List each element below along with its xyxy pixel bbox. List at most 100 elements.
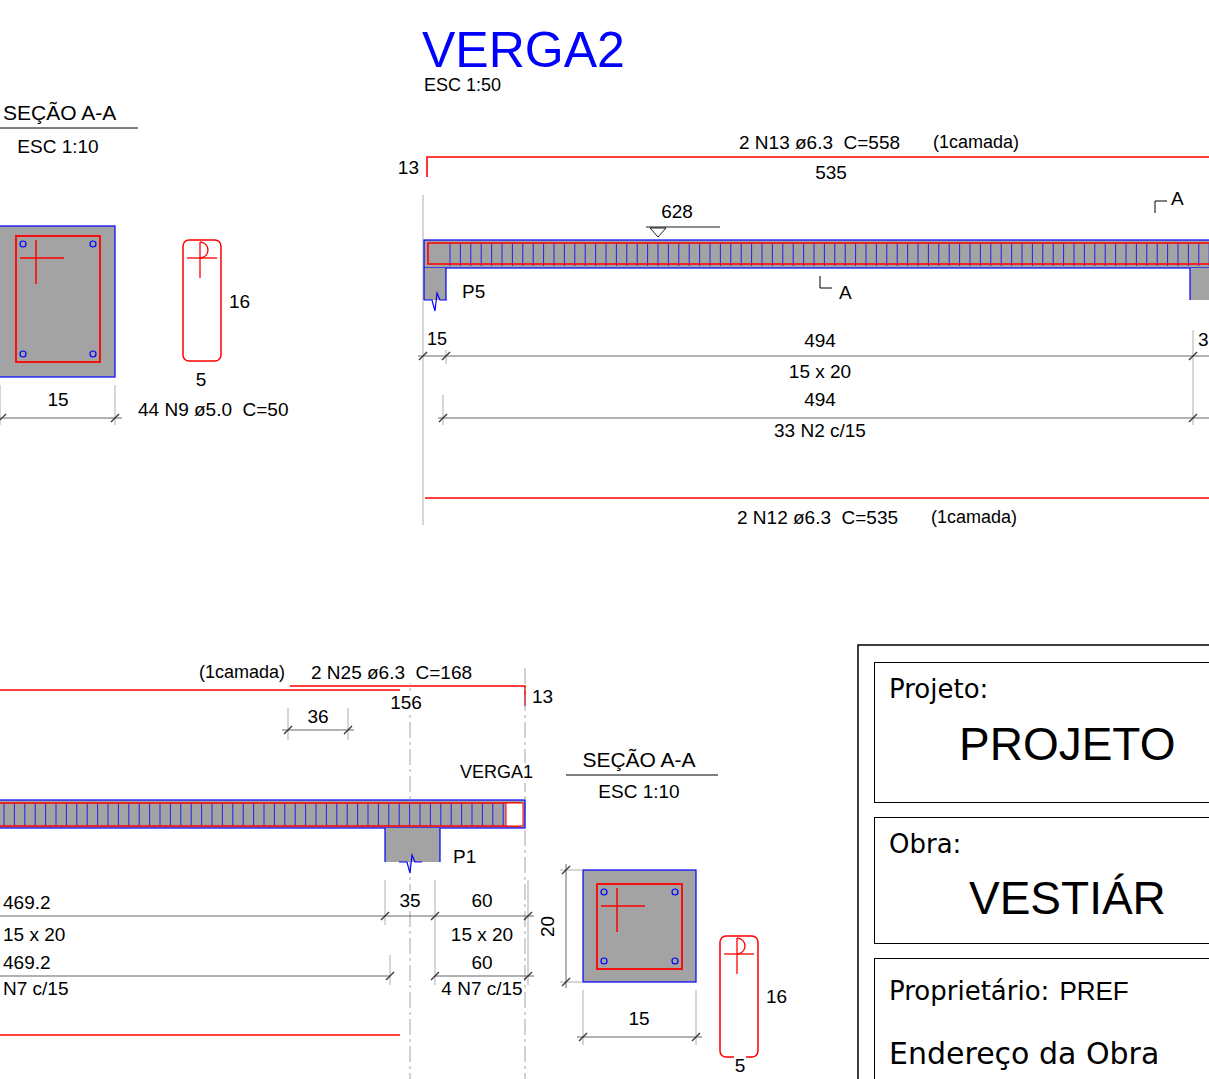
stirrup-hook xyxy=(200,242,208,258)
dimension-tick xyxy=(692,1033,700,1041)
stirrup-line xyxy=(1126,243,1127,266)
stirrup-line xyxy=(678,243,679,266)
stirrup-line xyxy=(720,243,721,266)
section-size: 15 x 20 xyxy=(788,362,852,383)
section-size: 15 x 20 xyxy=(2,925,66,946)
dimension-line xyxy=(438,418,1209,419)
stirrup-callout: 33 N2 c/15 xyxy=(773,421,867,442)
stirrup-line xyxy=(336,803,337,826)
section-title: SEÇÃO A-A xyxy=(2,101,117,124)
stirrup-line xyxy=(357,803,358,826)
stirrup-line xyxy=(824,243,825,266)
dimension-label: 20 xyxy=(539,914,560,937)
stirrup-hook xyxy=(35,240,37,284)
stirrup-line xyxy=(305,803,306,826)
extension-line xyxy=(528,880,529,985)
dimension-label: 13 xyxy=(531,687,554,708)
stirrup-line xyxy=(87,803,88,826)
bottom-bar xyxy=(0,1034,400,1036)
bottom-bar xyxy=(425,497,1209,499)
stirrup-line xyxy=(66,803,67,826)
stirrup-line xyxy=(970,243,971,266)
section-mark-label: A xyxy=(1170,189,1185,210)
stirrup-line xyxy=(907,243,908,266)
extension-line xyxy=(423,195,424,525)
stirrup-line xyxy=(253,803,254,826)
bar-dot xyxy=(90,241,96,247)
bar-callout: 44 N9 ø5.0 C=50 xyxy=(137,400,290,421)
extension-line xyxy=(443,395,444,425)
column-label: P5 xyxy=(461,282,486,303)
dimension-tick xyxy=(284,726,292,734)
field-value: VESTIÁR xyxy=(969,873,1166,924)
dimension-label: 35 xyxy=(398,891,421,912)
bar-outline xyxy=(0,803,520,826)
extension-line xyxy=(385,880,386,925)
dimension-label: 36 xyxy=(306,707,329,728)
stirrup-hook xyxy=(736,938,737,974)
break-symbol xyxy=(424,293,447,311)
stirrup-line xyxy=(574,243,575,266)
dimension-line xyxy=(435,976,534,977)
stirrup-line xyxy=(222,803,223,826)
field-value: PROJETO xyxy=(959,719,1175,770)
layer-note: (1camada) xyxy=(932,133,1020,153)
dimension-tick xyxy=(442,352,450,360)
dimension-label: 156 xyxy=(389,693,423,714)
stirrup-line xyxy=(1011,243,1012,266)
stirrup-line xyxy=(928,243,929,266)
stirrup-line xyxy=(460,243,461,266)
stirrup-line xyxy=(772,243,773,266)
dimension-label: 3 xyxy=(1197,330,1209,351)
stirrup-line xyxy=(1188,243,1189,266)
stirrup-hook xyxy=(199,242,200,278)
dimension-label: 16 xyxy=(228,292,251,313)
bar-outline xyxy=(428,243,1209,264)
bar-callout: 2 N25 ø6.3 C=168 xyxy=(310,663,473,684)
dimension-line xyxy=(0,418,122,419)
stirrup-line xyxy=(472,803,473,826)
title-block-box: Projeto:PROJETO xyxy=(874,662,1209,803)
dimension-tick xyxy=(1189,352,1197,360)
level-marker xyxy=(650,228,666,237)
stirrup-line xyxy=(430,803,431,826)
stirrup-line xyxy=(616,243,617,266)
stirrup-line xyxy=(522,243,523,266)
stirrup-line xyxy=(606,243,607,266)
stirrup-line xyxy=(918,243,919,266)
stirrup-line xyxy=(699,243,700,266)
dimension-label: 5 xyxy=(195,370,208,391)
field-label: Proprietário: xyxy=(889,977,1049,1006)
bar-dot xyxy=(90,351,96,357)
extension-line xyxy=(348,708,349,740)
stirrup-callout: N7 c/15 xyxy=(2,979,69,1000)
stirrup-line xyxy=(295,803,296,826)
stirrup-line xyxy=(482,803,483,826)
stirrup-line xyxy=(626,243,627,266)
bar-dot xyxy=(672,889,678,895)
dimension-tick xyxy=(419,352,427,360)
column-edge xyxy=(445,268,446,300)
stirrup-line xyxy=(201,803,202,826)
stirrup-section xyxy=(597,884,682,969)
layer-note: (1camada) xyxy=(930,508,1018,528)
stirrup-line xyxy=(1001,243,1002,266)
extension-line xyxy=(288,708,289,740)
field-value: Endereço da Obra xyxy=(889,1037,1159,1070)
stirrup-line xyxy=(990,243,991,266)
stirrup-line xyxy=(378,803,379,826)
stirrup-line xyxy=(368,803,369,826)
stirrup-line xyxy=(1022,243,1023,266)
dimension-tick xyxy=(381,912,389,920)
dimension-tick xyxy=(431,972,439,980)
stirrup-line xyxy=(595,243,596,266)
title-block-frame xyxy=(858,645,1209,1079)
stirrup-shape xyxy=(720,936,758,1057)
bar-callout: 2 N13 ø6.3 C=558 xyxy=(738,133,901,154)
stirrup-line xyxy=(1084,243,1085,266)
stirrup-line xyxy=(232,803,233,826)
dimension-tick xyxy=(524,972,532,980)
title-underline xyxy=(566,775,718,776)
dimension-line xyxy=(0,976,390,977)
dimension-tick xyxy=(524,912,532,920)
